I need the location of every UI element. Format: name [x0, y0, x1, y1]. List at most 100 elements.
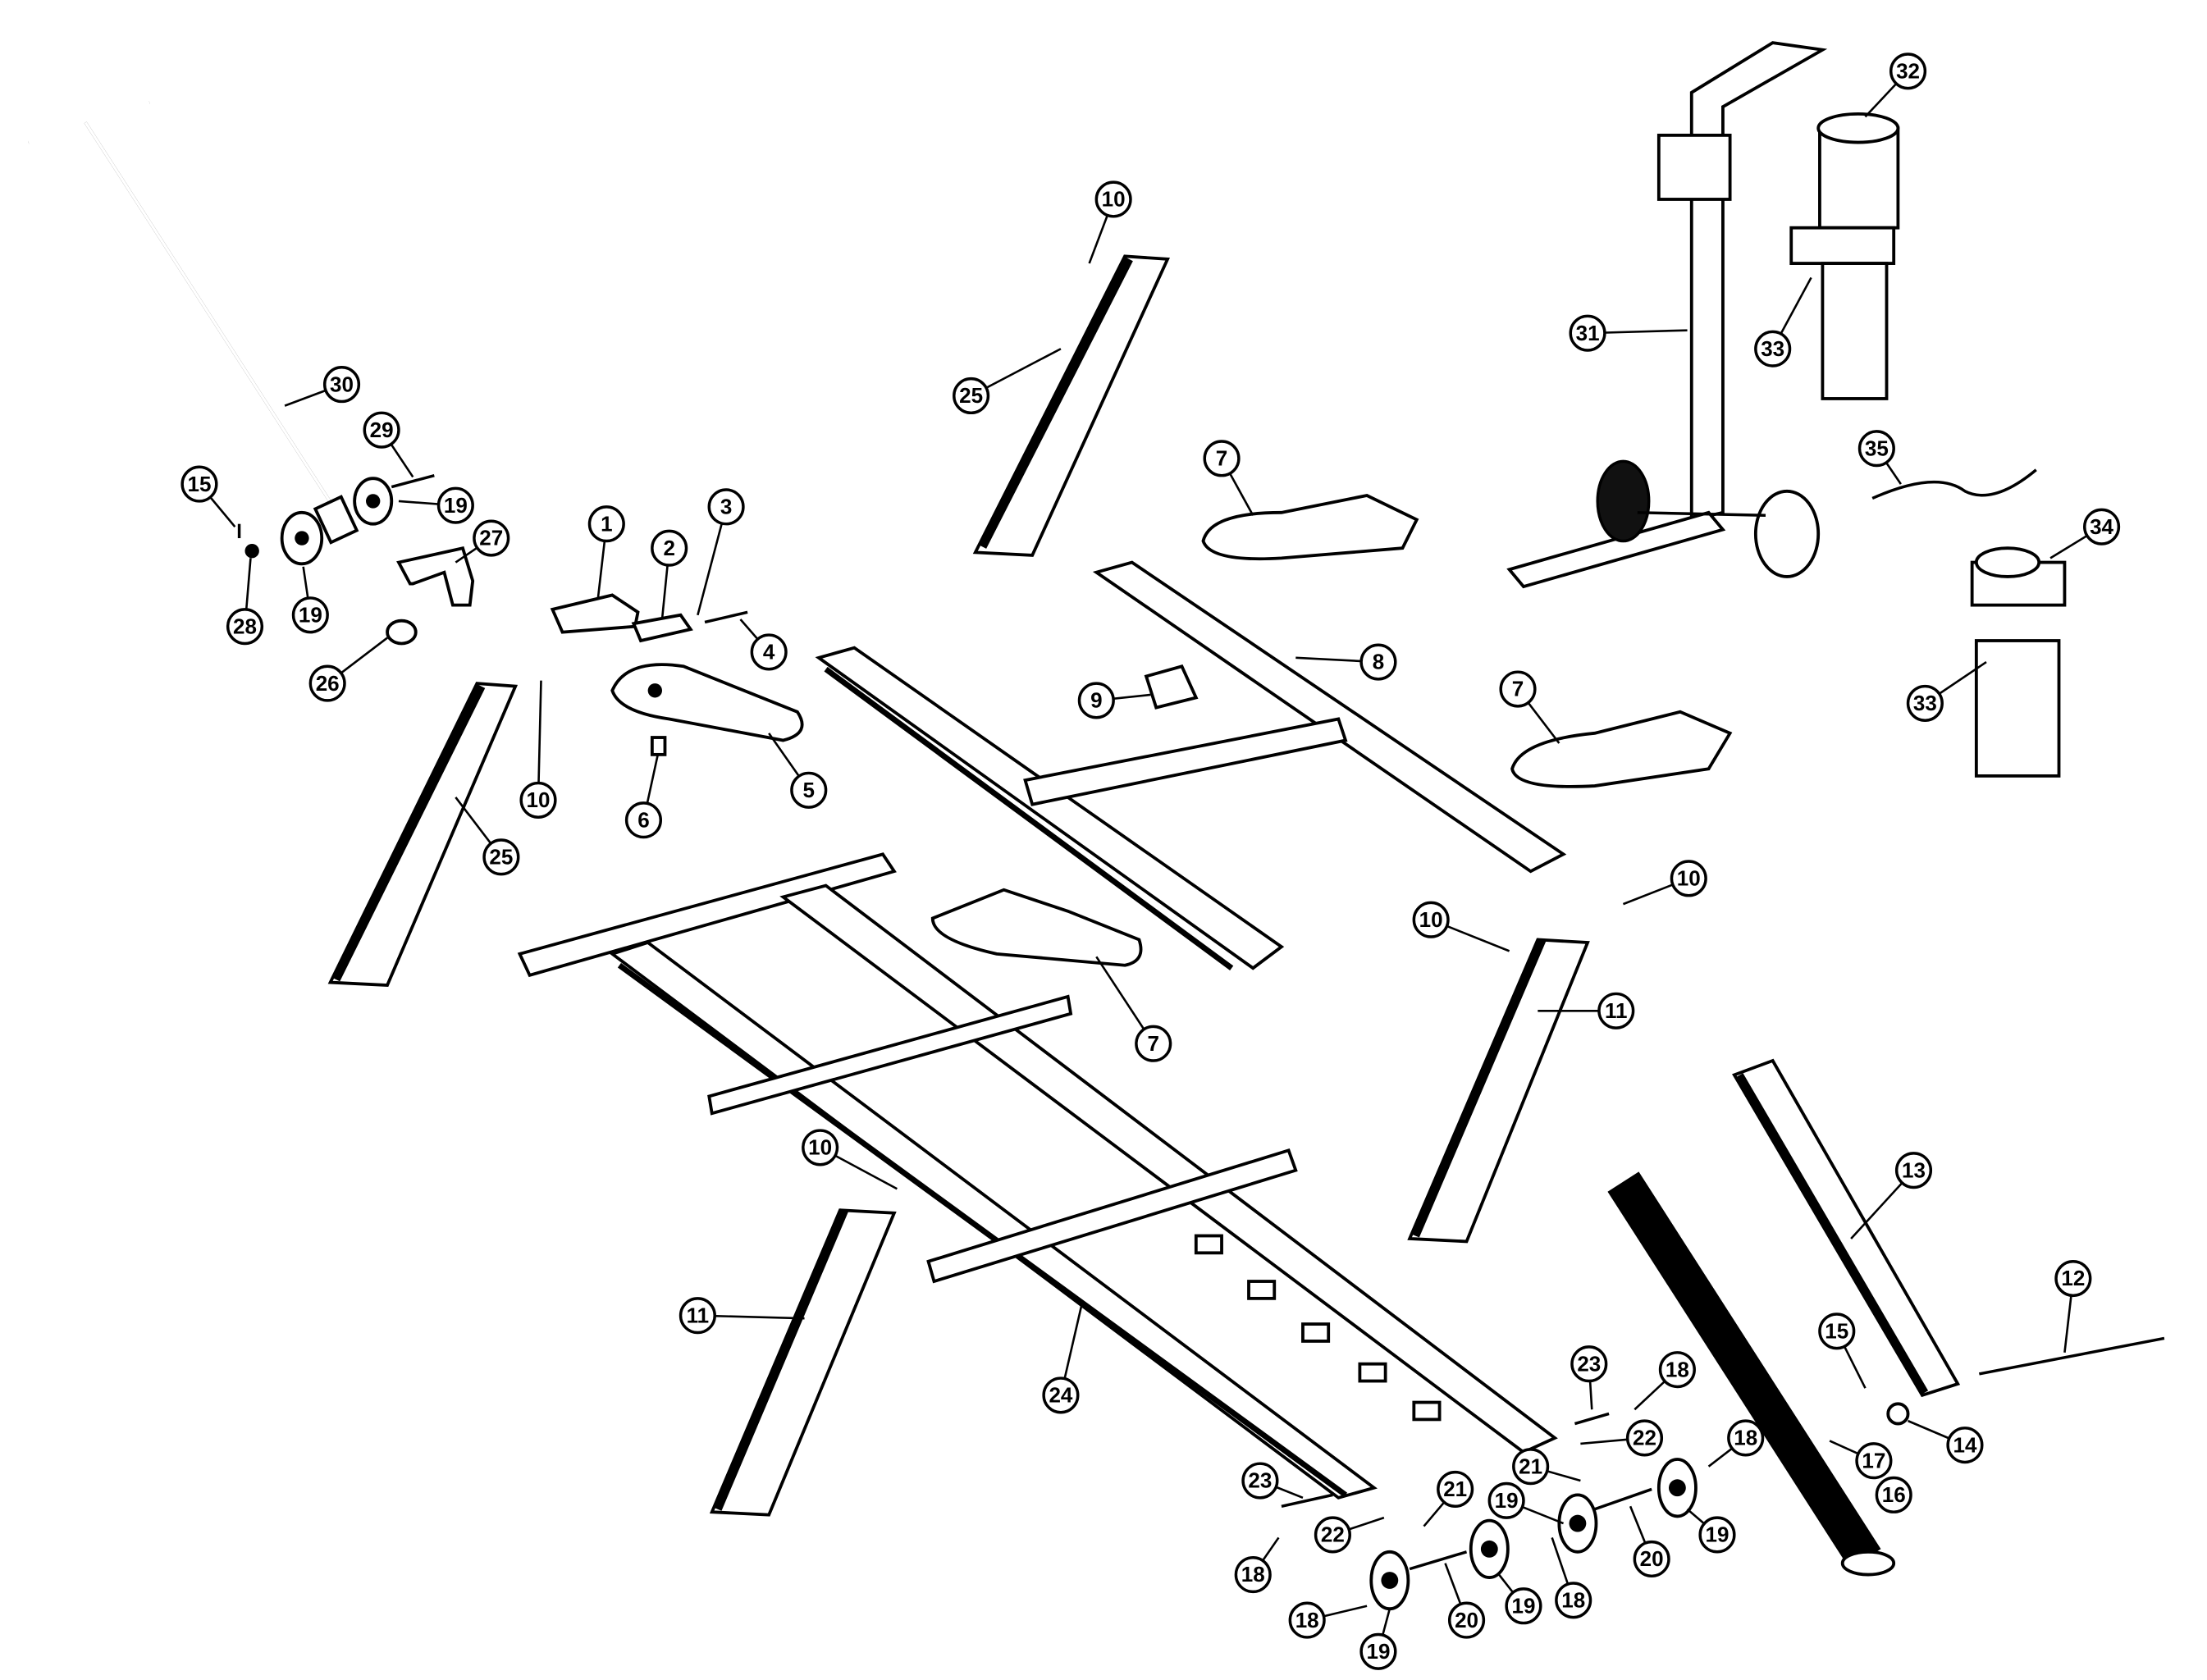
callout-number: 10	[1102, 187, 1126, 212]
callout-bubble	[1633, 1540, 1670, 1578]
callout-bubble	[1499, 670, 1537, 708]
power-unit-stand	[1506, 41, 2067, 778]
callout-18: 18	[1234, 1536, 1280, 1594]
callout-bubble	[1857, 430, 1895, 468]
callout-1: 1	[587, 505, 625, 599]
callout-number: 11	[687, 1303, 710, 1327]
callout-10: 10	[802, 1129, 898, 1190]
callout-bubble	[226, 608, 264, 646]
swivel-arm-parts	[550, 593, 804, 756]
callout-number: 17	[1862, 1448, 1885, 1472]
callout-number: 15	[187, 472, 211, 496]
callout-bubble	[1889, 52, 1927, 90]
callout-bubble	[1597, 992, 1635, 1029]
callout-number: 34	[2090, 514, 2113, 539]
callout-number: 18	[1734, 1426, 1757, 1450]
callout-number: 25	[959, 383, 983, 408]
callout-number: 28	[233, 614, 257, 638]
callout-bubble	[1946, 1427, 1984, 1464]
callout-bubble	[1670, 860, 1707, 897]
callout-23: 23	[1241, 1462, 1304, 1500]
callout-number: 13	[1902, 1157, 1926, 1182]
callout-number: 21	[1519, 1454, 1542, 1478]
callout-bubble	[953, 377, 990, 415]
callout-bubble	[482, 838, 520, 876]
callout-10: 10	[519, 680, 557, 819]
callout-number: 10	[1419, 907, 1443, 932]
callout-18: 18	[1634, 1351, 1696, 1411]
callout-5: 5	[768, 733, 828, 809]
callout-bubble	[624, 801, 662, 839]
callout-number: 19	[444, 493, 468, 518]
callout-number: 2	[663, 536, 674, 560]
lift-pad-parts	[930, 493, 1733, 967]
callout-number: 30	[330, 372, 354, 396]
callout-number: 12	[2061, 1266, 2085, 1290]
callout-bubble	[1906, 684, 1944, 722]
callout-bubble	[291, 596, 329, 634]
callout-bubble	[1855, 1442, 1893, 1480]
callout-33: 33	[1754, 276, 1812, 368]
callout-bubble	[1555, 1582, 1592, 1619]
callout-32: 32	[1864, 52, 1927, 118]
callout-bubble	[1447, 1601, 1486, 1639]
callout-3: 3	[697, 488, 745, 616]
callout-bubble	[1234, 1556, 1272, 1594]
callout-11: 11	[1538, 992, 1635, 1029]
callout-number: 19	[299, 602, 322, 627]
callout-8: 8	[1295, 643, 1397, 681]
callout-number: 22	[1633, 1426, 1656, 1450]
callout-number: 10	[1677, 866, 1701, 891]
callout-bubble	[322, 366, 361, 404]
callout-19: 19	[1496, 1573, 1542, 1625]
callout-bubble	[750, 633, 788, 671]
link-and-cylinder-parts	[1607, 1058, 2165, 1577]
callout-7: 7	[1499, 670, 1560, 744]
callout-bubble	[1698, 1516, 1736, 1554]
callout-bubble	[1754, 330, 1792, 368]
callout-18: 18	[1707, 1419, 1765, 1468]
callout-7: 7	[1095, 956, 1172, 1062]
callout-20: 20	[1629, 1505, 1670, 1578]
callout-number: 20	[1640, 1546, 1664, 1571]
callout-23: 23	[1570, 1345, 1608, 1410]
callout-number: 6	[637, 807, 649, 832]
callout-number: 29	[370, 418, 394, 442]
callout-bubble	[2054, 1260, 2092, 1298]
callout-number: 31	[1576, 321, 1600, 345]
upper-frame-part	[815, 560, 1567, 970]
callout-bubble	[802, 1129, 839, 1166]
callout-number: 18	[1561, 1587, 1585, 1612]
callout-33: 33	[1906, 660, 1987, 722]
callout-bubble	[651, 529, 688, 567]
callout-10: 10	[1088, 180, 1132, 264]
callout-bubble	[519, 781, 557, 819]
callout-31: 31	[1569, 314, 1688, 352]
callout-bubble	[308, 664, 346, 702]
callout-bubble	[1359, 1632, 1397, 1670]
callout-6: 6	[624, 754, 662, 839]
callout-27: 27	[455, 519, 510, 564]
callout-21: 21	[1423, 1470, 1474, 1527]
callout-bubble	[180, 465, 218, 503]
callout-bubble	[2083, 508, 2121, 546]
callout-number: 15	[1825, 1318, 1848, 1343]
callout-number: 7	[1512, 677, 1524, 701]
callout-10: 10	[1412, 901, 1510, 952]
callout-number: 3	[720, 495, 732, 519]
callout-18: 18	[1288, 1601, 1368, 1639]
callout-number: 19	[1511, 1593, 1535, 1618]
lower-frame-part	[517, 852, 1558, 1500]
callout-28: 28	[226, 558, 264, 646]
callout-bubble	[1569, 314, 1606, 352]
callout-number: 21	[1443, 1477, 1467, 1501]
callout-bubble	[1288, 1601, 1326, 1639]
callout-2: 2	[651, 529, 688, 620]
callout-12: 12	[2054, 1260, 2092, 1353]
callout-bubble	[1042, 1376, 1080, 1414]
roller-parts	[1281, 1412, 1698, 1611]
callout-21: 21	[1512, 1448, 1581, 1486]
callout-number: 14	[1953, 1432, 1976, 1457]
callout-number: 23	[1248, 1468, 1272, 1493]
